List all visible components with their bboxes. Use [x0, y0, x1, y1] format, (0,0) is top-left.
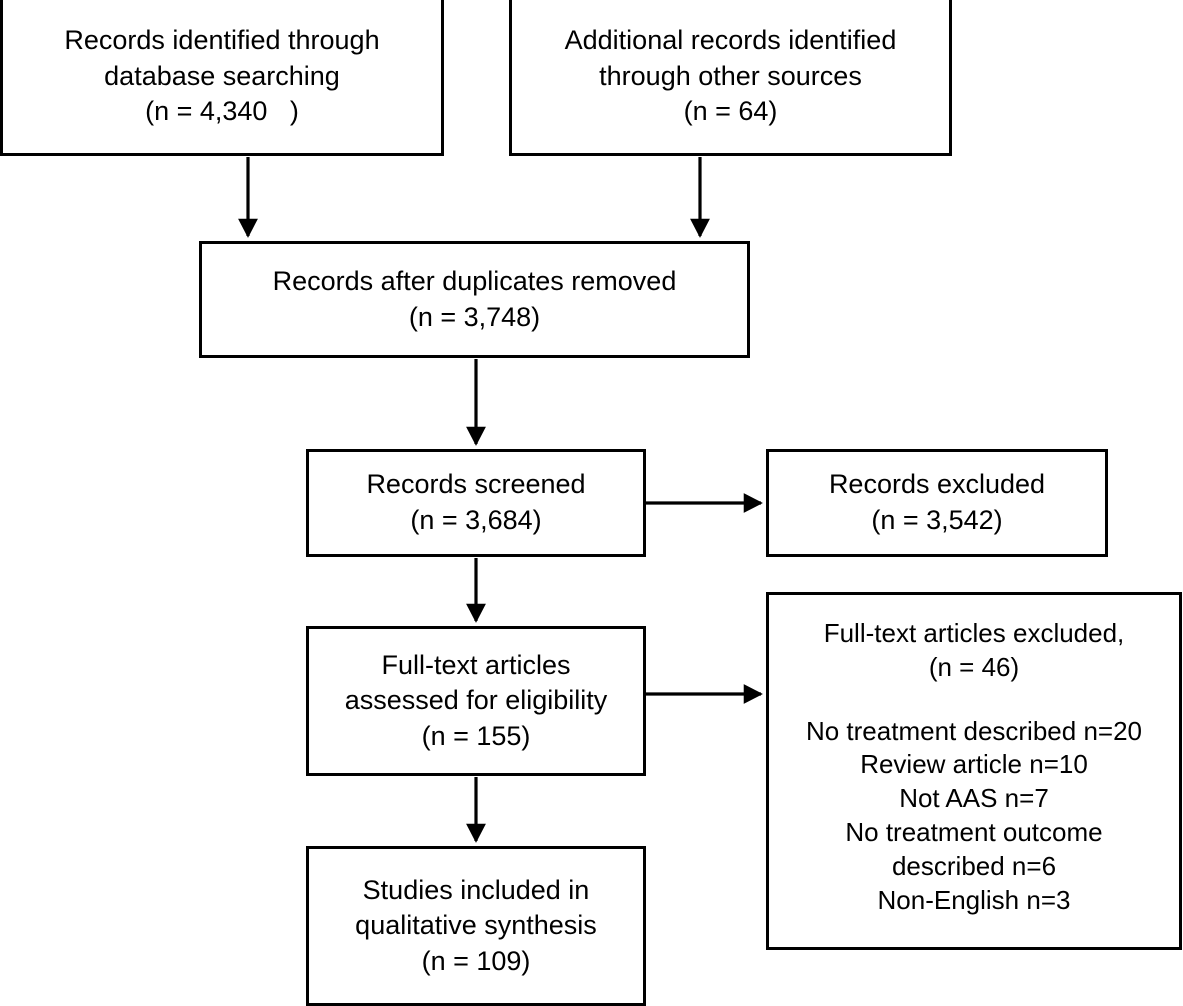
records-identified-database-line1: Records identified through [64, 25, 380, 56]
additional-records-other-sources-box: Additional records identified through ot… [509, 0, 952, 156]
fulltext-excluded-reason-4-cont: described n=6 [891, 850, 1057, 881]
records-after-duplicates-count: (n = 3,748) [408, 301, 541, 332]
fulltext-articles-assessed-box: Full-text articles assessed for eligibil… [306, 626, 646, 776]
fulltext-assessed-count: (n = 155) [421, 720, 531, 751]
studies-included-box: Studies included in qualitative synthesi… [306, 846, 646, 1006]
additional-records-count: (n = 64) [683, 96, 778, 127]
records-identified-database-count: (n = 4,340 ) [145, 96, 299, 127]
records-identified-database-line2: database searching [104, 60, 340, 91]
records-excluded-count: (n = 3,542) [871, 505, 1003, 535]
records-excluded-box: Records excluded (n = 3,542) [766, 449, 1108, 557]
fulltext-excluded-reason-1: No treatment described n=20 [805, 715, 1143, 746]
records-screened-box: Records screened (n = 3,684) [306, 449, 646, 557]
fulltext-articles-excluded-box: Full-text articles excluded, (n = 46) No… [766, 592, 1182, 950]
records-screened-count: (n = 3,684) [410, 505, 542, 535]
fulltext-assessed-line2: assessed for eligibility [344, 685, 608, 716]
records-screened-line1: Records screened [366, 469, 586, 500]
records-excluded-line1: Records excluded [828, 469, 1046, 500]
fulltext-excluded-reason-5: Non-English n=3 [877, 884, 1071, 915]
fulltext-excluded-count: (n = 46) [928, 651, 1020, 682]
fulltext-assessed-line1: Full-text articles [381, 649, 571, 680]
fulltext-excluded-reason-4: No treatment outcome [845, 816, 1103, 847]
records-after-duplicates-line1: Records after duplicates removed [272, 265, 677, 296]
additional-records-line2: through other sources [599, 60, 862, 91]
studies-included-line1: Studies included in [362, 874, 590, 905]
records-after-duplicates-box: Records after duplicates removed (n = 3,… [199, 241, 750, 358]
studies-included-line2: qualitative synthesis [355, 910, 597, 941]
fulltext-excluded-line1: Full-text articles excluded, [823, 618, 1125, 648]
fulltext-excluded-reason-3: Not AAS n=7 [899, 783, 1049, 814]
studies-included-count: (n = 109) [421, 945, 531, 976]
records-identified-database-box: Records identified through database sear… [0, 0, 444, 156]
fulltext-excluded-reason-2: Review article n=10 [860, 749, 1088, 780]
additional-records-line1: Additional records identified [564, 25, 897, 56]
